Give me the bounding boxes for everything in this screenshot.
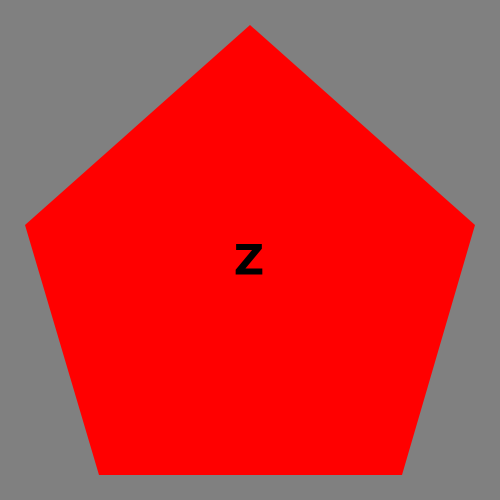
pentagon-label: Z — [234, 236, 264, 285]
pentagon-shape — [25, 25, 475, 475]
